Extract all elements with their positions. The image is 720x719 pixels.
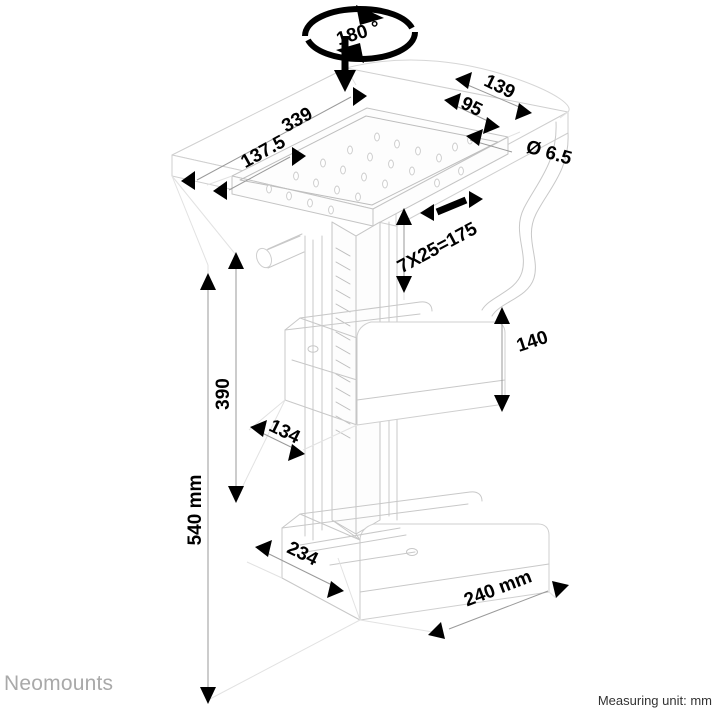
dim-540: 540 mm [185,273,216,704]
measuring-unit-note: Measuring unit: mm [597,693,712,708]
neomounts-logo: Neomounts [4,672,114,695]
dim-234: 234 [255,538,344,598]
dim-rail-pattern: 7X25=175 [394,208,481,293]
dim-label-390: 390 [213,378,234,410]
dim-label-540: 540 mm [185,475,206,546]
dim-label-140: 140 [514,327,551,357]
dim-label-rail: 7X25=175 [394,218,481,278]
plate-hole-grid [266,132,473,215]
slide-adjust-arrow [420,191,483,221]
rail-slot-pattern-holes [335,247,351,439]
adjustment-knob [256,233,305,269]
pc-base-tray [281,491,550,621]
pc-cradle-upper [284,301,506,426]
dim-390: 390 [213,252,244,503]
ceiling-panel-outline [345,59,570,317]
dim-label-diameter: Ø 6.5 [524,137,575,170]
dim-label-134: 134 [266,416,304,449]
